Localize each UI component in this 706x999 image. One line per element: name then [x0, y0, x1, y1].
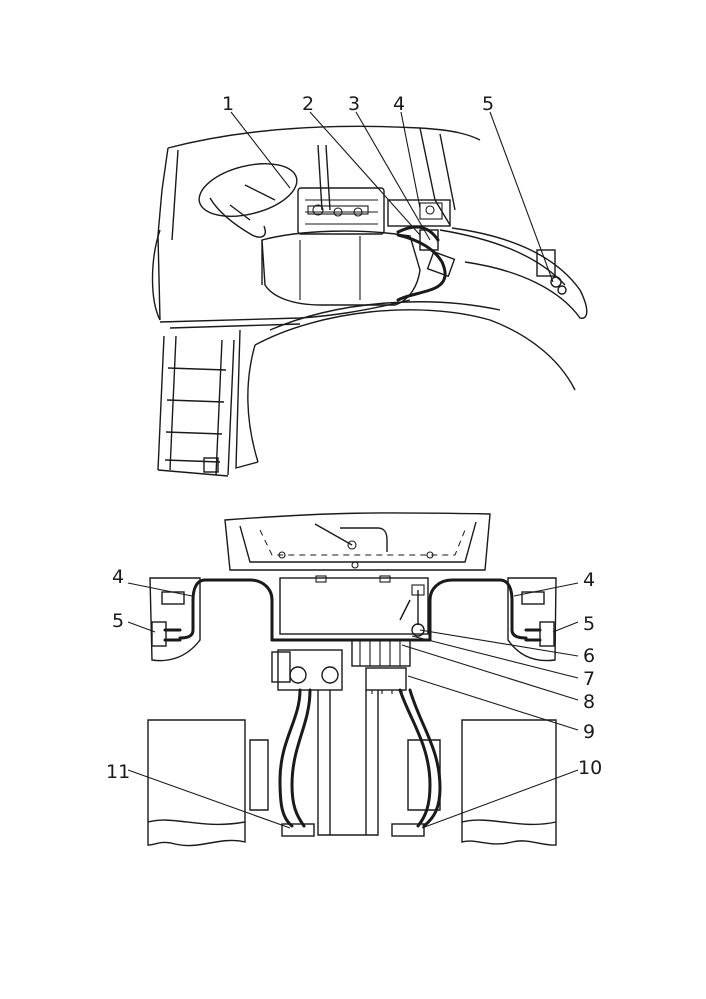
left-tyre	[147, 719, 246, 847]
rear-coupler-block	[536, 249, 556, 277]
rear-fender-outer	[451, 227, 588, 319]
top-hose	[396, 233, 447, 302]
right-lower-coupler	[391, 823, 425, 837]
rear-housing	[279, 577, 429, 635]
control-console	[297, 187, 385, 235]
callout-4-right: 4	[583, 569, 595, 591]
drawbar-frame	[317, 690, 379, 836]
callout-5-left: 5	[112, 610, 124, 632]
seat-base	[261, 230, 421, 306]
top-callout-labels: 1 2 3 4 5	[222, 93, 494, 115]
callout-7: 7	[583, 668, 595, 690]
top-leaders	[230, 111, 554, 283]
callout-11: 11	[106, 761, 130, 783]
hitch-plate	[277, 649, 343, 691]
left-fender-panel	[149, 577, 201, 662]
bottom-callout-labels: 4 4 5 5 6 7 8 9 10 11	[106, 566, 602, 783]
bottom-view-rear	[147, 512, 557, 847]
callout-5: 5	[482, 93, 494, 115]
left-lower-hose	[278, 688, 302, 828]
callout-8: 8	[583, 691, 595, 713]
right-fender-panel	[507, 577, 557, 662]
cab-front-pillar	[157, 147, 169, 321]
bottom-leaders	[127, 582, 579, 829]
rear-roof	[224, 512, 491, 571]
cab-roof	[167, 125, 481, 149]
distributor-block	[351, 639, 411, 667]
callout-3: 3	[348, 93, 360, 115]
callout-5-right: 5	[583, 613, 595, 635]
left-lower-coupler	[281, 823, 315, 837]
right-lower-hose	[398, 688, 432, 828]
callout-9: 9	[583, 721, 595, 743]
rear-fender-arc	[254, 309, 576, 391]
callout-6: 6	[583, 645, 595, 667]
right-hose-4	[428, 578, 528, 642]
callout-4: 4	[393, 93, 405, 115]
callout-10: 10	[578, 757, 602, 779]
left-coupler	[151, 621, 167, 647]
right-coupler	[539, 621, 555, 647]
callout-1: 1	[222, 93, 234, 115]
left-hose-4	[178, 578, 274, 642]
top-view-cab	[151, 125, 588, 477]
steering-wheel	[198, 163, 298, 217]
rear-window	[259, 529, 466, 556]
callout-4-left: 4	[112, 566, 124, 588]
callout-2: 2	[302, 93, 314, 115]
cab-ladder	[157, 335, 235, 477]
right-tyre	[461, 719, 557, 846]
